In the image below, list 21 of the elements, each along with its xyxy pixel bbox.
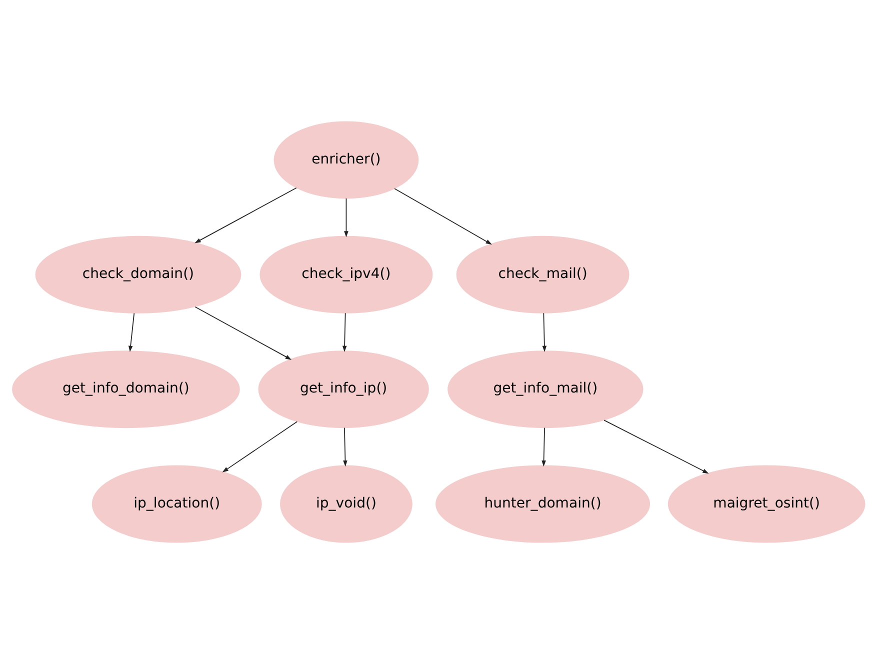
arrow — [542, 426, 546, 466]
arrow — [222, 420, 298, 472]
arrow — [542, 312, 547, 352]
node-ellipse: hunter_domain() — [436, 464, 650, 542]
arrow — [194, 186, 297, 243]
arrow — [128, 312, 135, 352]
node-ellipse: get_info_domain() — [12, 350, 240, 428]
arrow — [604, 419, 709, 474]
node-ellipse: ip_void() — [280, 464, 412, 542]
node-ellipse: check_domain() — [35, 235, 242, 313]
node-ellipse: check_mail() — [456, 235, 630, 313]
node-ellipse: get_info_ip() — [258, 350, 429, 428]
arrow — [394, 188, 492, 244]
node-ellipse: check_ipv4() — [260, 235, 433, 313]
node-ellipse: maigret_osint() — [668, 464, 866, 542]
arrow — [194, 306, 292, 360]
node-ellipse: get_info_mail() — [448, 350, 644, 428]
arrow — [344, 198, 348, 237]
arrow — [342, 312, 347, 352]
arrow — [343, 426, 348, 466]
node-ellipse: enricher() — [274, 120, 419, 198]
